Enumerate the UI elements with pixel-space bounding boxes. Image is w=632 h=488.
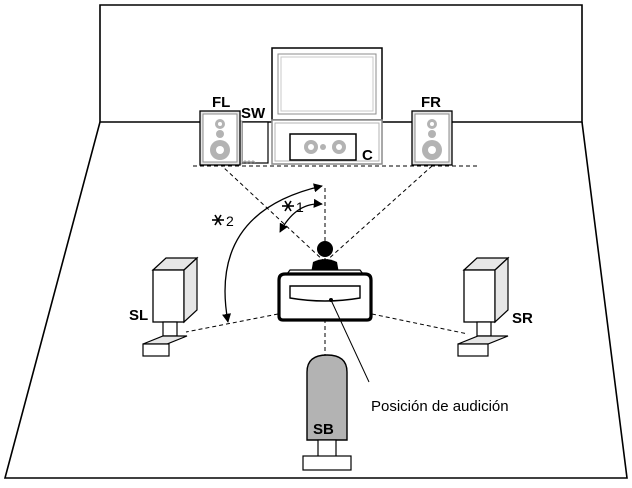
front-left-speaker: [199, 110, 241, 166]
sofa: [277, 269, 373, 322]
front-right-speaker: [411, 110, 453, 166]
label-sl: SL: [129, 307, 148, 324]
angle-label-2: 2: [226, 213, 234, 229]
label-fr: FR: [421, 94, 441, 111]
caption-pointer: [330, 299, 370, 383]
label-c: C: [362, 147, 373, 164]
surround-back-speaker: [302, 354, 352, 471]
label-sb: SB: [313, 421, 334, 438]
label-sw: SW: [241, 105, 266, 122]
asterisk-2-icon: [212, 214, 224, 226]
angle-arc-2: [222, 183, 323, 323]
television: [271, 47, 383, 121]
subwoofer: [238, 120, 269, 165]
surround-right-speaker: [457, 256, 510, 357]
asterisk-1-icon: [282, 200, 294, 212]
label-fl: FL: [212, 94, 230, 111]
angle-label-1: 1: [296, 199, 304, 215]
room-walls: [3, 4, 628, 479]
center-speaker: [289, 133, 357, 161]
listening-position-caption: Posición de audición: [371, 398, 509, 415]
surround-left-speaker: [142, 256, 199, 357]
label-sr: SR: [512, 310, 533, 327]
